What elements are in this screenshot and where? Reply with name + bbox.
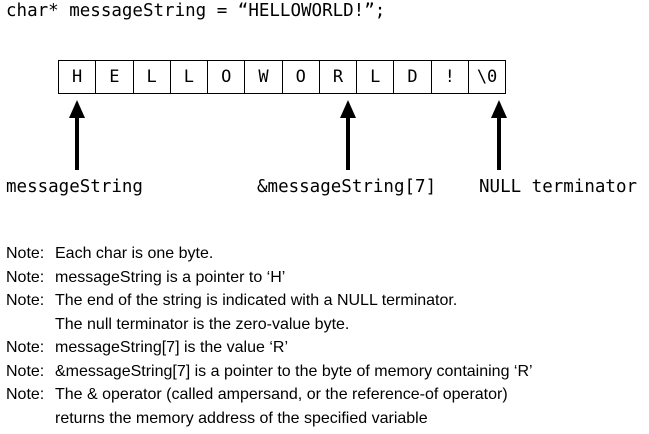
note-tag: Note: (6, 339, 45, 356)
char-cell: O (283, 61, 320, 93)
note-line: Note: Each char is one byte. (6, 242, 533, 266)
note-tag: Note: (6, 362, 45, 380)
note-tag: Note: (6, 292, 45, 309)
note-tag: Note: (6, 386, 45, 403)
char-cell: L (171, 61, 209, 93)
char-cell: H (59, 61, 97, 93)
note-text: returns the memory address of the specif… (55, 409, 428, 427)
note-text: The null terminator is the zero-value by… (55, 315, 350, 333)
index-pointer-label: &messageString[7] (257, 177, 437, 197)
char-cell: W (245, 61, 283, 93)
pointer-label: messageString (6, 177, 143, 197)
note-line: The null terminator is the zero-value by… (6, 313, 533, 337)
note-text: The & operator (called ampersand, or the… (55, 386, 508, 403)
note-text: The end of the string is indicated with … (55, 292, 458, 309)
note-line: Note: The & operator (called ampersand, o… (6, 383, 533, 407)
char-cell: ! (432, 61, 469, 93)
note-text: messageString[7] is the value ‘R’ (55, 339, 288, 356)
note-text: messageString is a pointer to ‘H’ (55, 268, 286, 286)
code-declaration: char* messageString = “HELLOWORLD!”; (6, 1, 386, 21)
char-cell: D (394, 61, 432, 93)
char-cell: O (208, 61, 246, 93)
char-cell: E (96, 61, 134, 93)
arrow-to-null-terminator-icon (491, 100, 507, 170)
note-line: Note: messageString[7] is the value ‘R’ (6, 336, 533, 360)
char-cell: L (357, 61, 395, 93)
char-cell: R (320, 61, 358, 93)
note-line: Note: The end of the string is indicated … (6, 289, 533, 313)
note-tag: Note: (6, 245, 45, 262)
note-line: Note: &messageString[7] is a pointer to t… (6, 360, 533, 384)
note-text: &messageString[7] is a pointer to the by… (55, 362, 533, 380)
note-tag: Note: (6, 268, 45, 286)
notes-list: Note: Each char is one byte. Note: messageS… (6, 242, 533, 430)
note-line: returns the memory address of the specif… (6, 407, 533, 431)
char-cell: \0 (469, 61, 507, 93)
note-text: Each char is one byte. (55, 245, 214, 262)
note-line: Note: messageString is a pointer to ‘H’ (6, 266, 533, 290)
arrow-to-index-7-icon (340, 100, 356, 170)
char-cell: L (134, 61, 171, 93)
null-terminator-label: NULL terminator (479, 177, 638, 197)
arrow-to-first-char-icon (69, 100, 85, 170)
